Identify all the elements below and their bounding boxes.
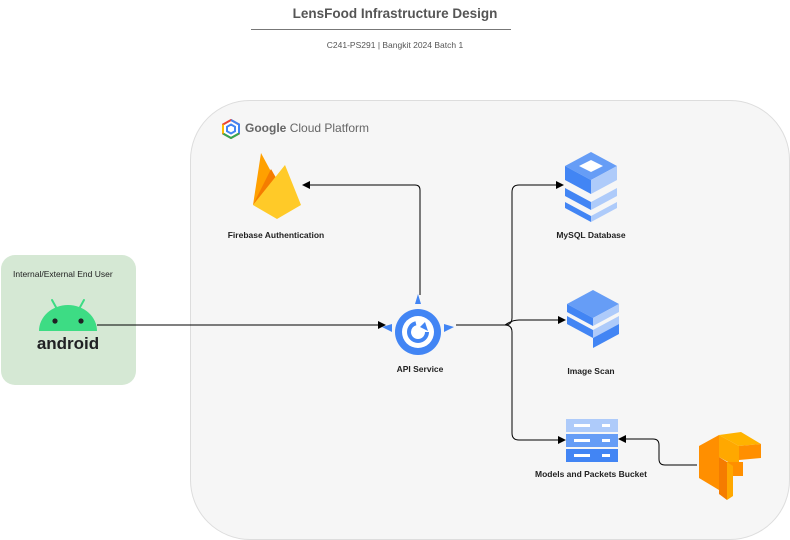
edge-tensorflow-to-bucket (618, 435, 697, 466)
cloud-sql-icon (565, 152, 617, 222)
end-user-label: Internal/External End User (13, 269, 113, 279)
diagram-title: LensFood Infrastructure Design (292, 6, 498, 21)
image-scan-label: Image Scan (567, 366, 615, 376)
cloud-storage-icon (566, 419, 618, 462)
edge-api-to-mysql (456, 181, 564, 326)
firebase-icon (253, 153, 301, 219)
ml-engine-icon (567, 290, 619, 348)
edge-api-to-bucket (456, 324, 566, 444)
firebase-label: Firebase Authentication (227, 230, 325, 240)
gcp-logo-icon (222, 119, 240, 139)
diagram-subtitle: C241-PS291 | Bangkit 2024 Batch 1 (326, 40, 464, 50)
android-wordmark-text: android (37, 334, 99, 353)
title-divider (251, 29, 511, 30)
android-icon (39, 299, 97, 331)
bucket-label: Models and Packets Bucket (535, 469, 647, 479)
gcp-container (190, 100, 790, 540)
gcp-product-words: Cloud Platform (289, 121, 370, 135)
gcp-label: Google Cloud Platform (245, 121, 369, 135)
gcp-brand-word: Google (245, 121, 287, 135)
tensorflow-icon (699, 432, 761, 500)
edge-api-to-firebase (302, 181, 421, 295)
android-wordmark: android (37, 334, 99, 353)
api-gateway-icon (382, 294, 454, 355)
api-label: API Service (396, 364, 444, 374)
mysql-label: MySQL Database (556, 230, 626, 240)
